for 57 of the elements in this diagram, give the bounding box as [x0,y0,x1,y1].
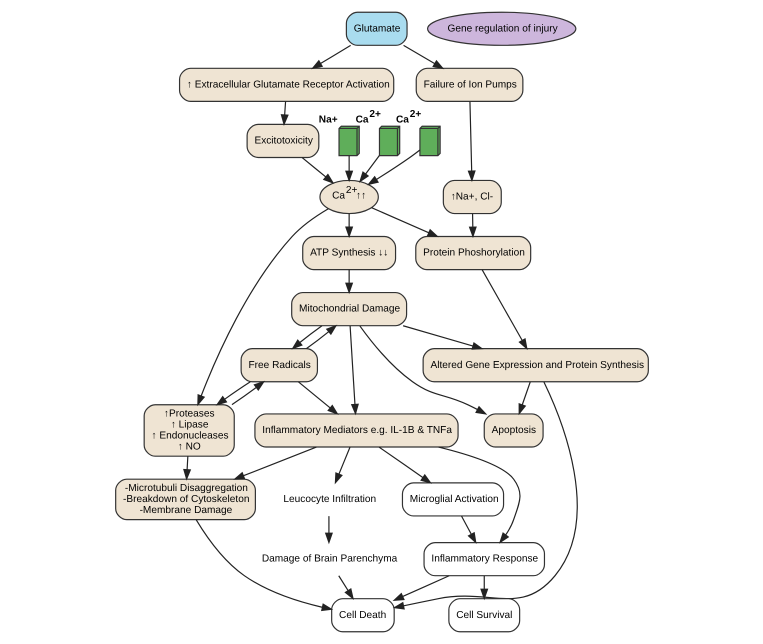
arrow [301,157,334,184]
arrow [438,446,520,544]
arrow [306,324,337,350]
node-box: Excitotoxicity [246,124,319,158]
arrow [344,270,353,294]
arrow [481,270,528,350]
node-box: Inflammatory Mediators e.g. IL-1B & TNFa [254,413,458,448]
arrow [378,446,432,484]
node-box: Protein Phoshorylation [414,236,531,270]
node-box: Altered Gene Expression and Protein Synthesis [422,348,648,382]
node-box: ATP Synthesis ↓↓ [302,236,396,270]
node-box: ↑ Extracellular Glutamate Receptor Activation [178,68,394,102]
arrow [468,214,476,238]
arrow [467,102,476,182]
node-box: Cell Death [330,598,394,632]
arrow [349,326,358,416]
arrow [338,575,354,600]
arrow [334,447,350,484]
arrow [182,456,191,481]
arrow [518,382,530,416]
arrow [370,207,438,238]
arrow [310,44,350,70]
arrow [480,576,488,600]
arrow [460,516,476,544]
node-text: Damage of Brain Parenchyma [261,554,397,565]
node-box: Free Radicals [240,348,318,382]
arrow [392,575,449,602]
node-box: -Microtubuli Disaggregation -Breakdown of Cytoskeleton -Membrane Damage [114,478,256,520]
arrow [280,101,288,126]
arrow [358,326,487,415]
arrow [344,156,353,182]
arrow [290,325,322,350]
node-ellipse: Gene regulation of injury [426,12,576,46]
arrow [231,380,265,406]
arrow [297,381,338,415]
node-box: Inflammatory Response [422,542,545,576]
arrow [196,208,328,406]
node-box: ↑Proteases ↑ Lipase ↑ Endonucleases ↑ NO [143,404,234,457]
node-box: Failure of Ion Pumps [415,68,523,102]
arrow [215,381,250,406]
node-box: Glutamate [345,12,408,46]
node-box: Microglial Activation [401,482,504,517]
node-box: Cell Survival [448,598,520,632]
arrow [402,325,484,350]
node-box: ↑Na+, Cl- [442,180,502,214]
arrow [232,446,316,480]
arrow [358,155,380,183]
arrow [392,382,578,610]
node-text: Leucocyte Infiltration [282,494,376,505]
arrow [344,214,353,238]
node-box: Mitochondrial Damage [290,292,407,326]
node-label: Na+ [318,114,338,126]
arrow [402,44,444,70]
arrow [324,516,332,544]
arrow [195,519,333,612]
node-box: Apoptosis [483,413,544,448]
arrow [366,150,420,186]
